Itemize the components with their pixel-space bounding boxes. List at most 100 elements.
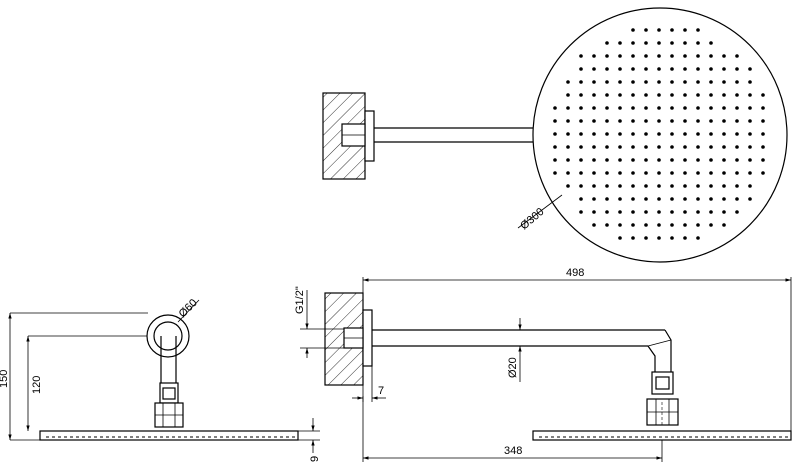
nozzle-dot — [644, 210, 648, 214]
nozzle-dot — [761, 93, 765, 97]
nozzle-dot — [683, 145, 687, 149]
nozzle-dot — [709, 223, 713, 227]
nozzle-dot — [709, 54, 713, 58]
nozzle-dot — [566, 106, 570, 110]
nozzle-dot — [761, 119, 765, 123]
nozzle-dot — [592, 184, 596, 188]
nozzle-dot — [748, 106, 752, 110]
nozzle-dot — [605, 132, 609, 136]
nozzle-dot — [566, 184, 570, 188]
nozzle-dot — [748, 119, 752, 123]
nozzle-dot — [683, 210, 687, 214]
nozzle-dot — [618, 171, 622, 175]
nozzle-dot — [605, 145, 609, 149]
nozzle-dot — [683, 54, 687, 58]
nozzle-dot — [631, 171, 635, 175]
nozzle-dot — [566, 80, 570, 84]
nozzle-dot — [579, 80, 583, 84]
nozzle-dot — [670, 223, 674, 227]
nozzle-dot — [735, 158, 739, 162]
nozzle-dot — [618, 132, 622, 136]
nozzle-dot — [709, 132, 713, 136]
nozzle-dot — [657, 223, 661, 227]
nozzle-dot — [683, 197, 687, 201]
nozzle-dot — [631, 132, 635, 136]
nozzle-dot — [644, 145, 648, 149]
nozzle-dot — [553, 171, 557, 175]
head-thickness-label: 9 — [309, 456, 321, 462]
nozzle-dot — [696, 54, 700, 58]
head-diameter-leader — [517, 194, 563, 229]
nozzle-dot — [657, 93, 661, 97]
nozzle-dot — [592, 132, 596, 136]
nozzle-dot — [683, 106, 687, 110]
nozzle-dot — [579, 210, 583, 214]
rosette-diameter-label: Ø60 — [177, 297, 200, 320]
nozzle-dot — [618, 158, 622, 162]
nozzle-dot — [735, 210, 739, 214]
nozzle-dot — [709, 210, 713, 214]
nozzle-dot — [696, 236, 700, 240]
nozzle-dot — [722, 54, 726, 58]
nozzle-dot — [696, 80, 700, 84]
nozzle-dot — [605, 54, 609, 58]
nozzle-dot — [566, 93, 570, 97]
nozzle-dot — [631, 106, 635, 110]
arm-length-label: 498 — [566, 267, 584, 279]
nozzle-dot — [579, 145, 583, 149]
nozzle-dot — [553, 132, 557, 136]
nozzle-dot — [683, 171, 687, 175]
nozzle-dot — [748, 184, 752, 188]
nozzle-dot — [735, 67, 739, 71]
nozzle-dot — [735, 184, 739, 188]
nozzle-dot — [644, 54, 648, 58]
nozzle-dot — [709, 119, 713, 123]
nozzle-dot — [722, 80, 726, 84]
nozzle-dot — [644, 158, 648, 162]
nozzle-dot — [696, 184, 700, 188]
nozzle-dot — [631, 197, 635, 201]
nozzle-dot — [631, 223, 635, 227]
nozzle-dot — [644, 67, 648, 71]
nozzle-dot — [605, 158, 609, 162]
nozzle-dot — [683, 80, 687, 84]
nozzle-dot — [631, 93, 635, 97]
head-nozzles — [553, 28, 765, 240]
nozzle-dot — [631, 80, 635, 84]
nozzle-dot — [722, 171, 726, 175]
nozzle-dot — [657, 145, 661, 149]
side-rosette-outer — [146, 314, 190, 358]
nozzle-dot — [644, 106, 648, 110]
nozzle-dot — [618, 236, 622, 240]
nozzle-dot — [670, 236, 674, 240]
nozzle-dot — [631, 158, 635, 162]
nozzle-dot — [644, 93, 648, 97]
nozzle-dot — [631, 184, 635, 188]
nozzle-dot — [735, 145, 739, 149]
nozzle-dot — [683, 119, 687, 123]
nozzle-dot — [683, 158, 687, 162]
nozzle-dot — [644, 80, 648, 84]
nozzle-dot — [696, 67, 700, 71]
nozzle-dot — [683, 184, 687, 188]
nozzle-dot — [670, 132, 674, 136]
nozzle-dot — [709, 171, 713, 175]
nozzle-dot — [592, 210, 596, 214]
nozzle-dot — [748, 145, 752, 149]
nozzle-dot — [592, 145, 596, 149]
nozzle-dot — [657, 41, 661, 45]
nozzle-dot — [735, 80, 739, 84]
side-view: Ø60 150 120 9 — [0, 297, 321, 462]
nozzle-dot — [748, 158, 752, 162]
side-rosette-inner — [153, 321, 183, 351]
nozzle-dot — [670, 145, 674, 149]
nozzle-dot — [553, 119, 557, 123]
nozzle-dot — [696, 132, 700, 136]
nozzle-dot — [631, 54, 635, 58]
nozzle-dot — [735, 197, 739, 201]
front-rosette — [362, 309, 373, 367]
nozzle-dot — [579, 197, 583, 201]
nozzle-dot — [748, 171, 752, 175]
nozzle-dot — [579, 132, 583, 136]
nozzle-dot — [618, 41, 622, 45]
